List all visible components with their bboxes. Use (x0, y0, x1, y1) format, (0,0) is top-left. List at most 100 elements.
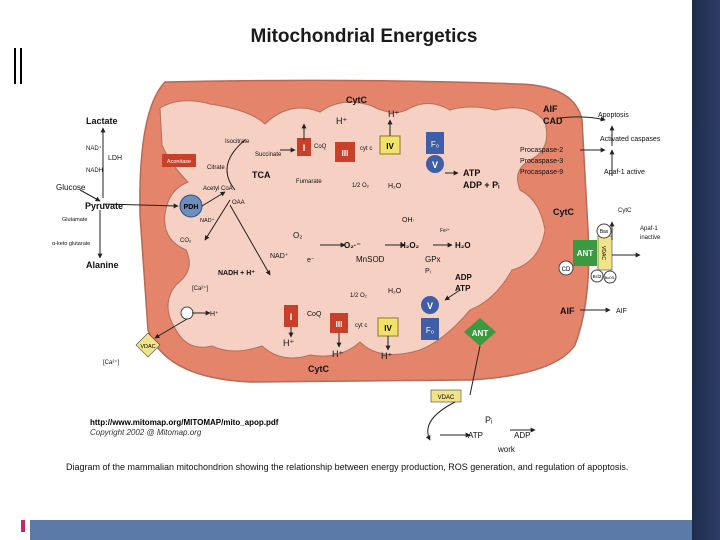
copyright-text: Copyright 2002 @ Mitomap.org (90, 428, 202, 437)
source-url[interactable]: http://www.mitomap.org/MITOMAP/mito_apop… (90, 418, 279, 427)
label-lactate: Lactate (86, 116, 118, 126)
pathway-arrows (79, 116, 641, 441)
complex-III-bottom (330, 313, 348, 333)
f0-top (426, 132, 444, 154)
label-cytc-out: CytC (618, 208, 632, 214)
label-coq-top: CoQ (314, 144, 327, 150)
complex-III-top (335, 142, 355, 162)
label-cyt-c-bottom: cyt c (355, 323, 367, 329)
label-h-plus-top: H⁺ (336, 116, 347, 126)
decorative-lines (14, 48, 26, 88)
label-adp-out: ADP (514, 431, 530, 440)
bottom-accent-bar (30, 520, 692, 540)
v-bottom-label: V (427, 301, 433, 311)
aconitase-enzyme (162, 154, 196, 167)
pdh-label: PDH (184, 204, 199, 211)
label-cad: CAD (543, 116, 563, 126)
label-nadh: NADH (86, 168, 103, 174)
label-oh: OH· (402, 217, 415, 224)
vdac-right-label: VDAC (600, 246, 606, 260)
label-gpx: GPx (425, 255, 441, 264)
label-glutamate: Glutamate (62, 217, 87, 223)
label-nad-plus-3: NAD⁺ (270, 253, 289, 260)
label-h2o2: H₂O₂ (400, 241, 420, 250)
label-citrate: Citrate (207, 165, 225, 171)
label-work: work (497, 445, 516, 454)
label-atp: ATP (455, 284, 471, 293)
complex-I-bottom-label: I (290, 312, 293, 322)
label-apaf1-active: Apaf-1 active (604, 169, 645, 176)
label-nad-plus-2: NAD⁺ (200, 217, 215, 224)
vdac-bottom (430, 389, 462, 403)
ant-bottom-label: ANT (472, 329, 489, 338)
label-h-plus-bottom-1: H⁺ (283, 338, 294, 348)
label-aif: AIF (543, 104, 558, 114)
label-pyruvate: Pyruvate (85, 201, 123, 211)
v-bottom (421, 296, 439, 314)
label-procaspase-3: Procaspase-3 (520, 158, 563, 165)
label-procaspase-2: Procaspase-2 (520, 147, 563, 154)
label-aif-out: AIF (616, 308, 627, 315)
label-succinate: Succinate (255, 152, 282, 158)
bclxl-protein (603, 270, 617, 284)
label-fumarate: Fumarate (296, 179, 322, 185)
aconitase-label: Aconitase (167, 159, 191, 165)
ant-right (573, 240, 597, 266)
label-atp-out: ATP (468, 431, 483, 440)
label-h2o-top: H₂O (388, 183, 402, 190)
label-adp: ADP (455, 273, 473, 282)
cd-protein (558, 260, 574, 276)
f0-bottom-label: F₀ (426, 326, 434, 335)
label-inactive: inactive (640, 235, 661, 241)
label-h-plus-in: H⁺ (210, 311, 219, 318)
label-glucose: Glucose (56, 183, 86, 192)
label-h-plus-bottom-2: H⁺ (332, 349, 343, 359)
label-aif-bottom: AIF (560, 306, 575, 316)
complex-I-top (297, 138, 311, 156)
label-coq-bottom: CoQ (307, 311, 322, 318)
label-fe: Fe²⁺ (440, 228, 451, 234)
label-h2o-ros: H₂O (455, 241, 471, 250)
label-oaa: OAA (232, 200, 245, 206)
label-alanine: Alanine (86, 260, 119, 270)
label-activated-caspases: Activated caspases (600, 136, 661, 143)
label-e-minus: e⁻ (307, 257, 315, 264)
label-apaf1-inactive: Apaf-1 (640, 226, 658, 232)
diagram-title: Mitochondrial Energetics (250, 26, 478, 47)
label-adp-pi-top: ADP + Pᵢ (463, 180, 500, 190)
label-h-plus-bottom-3: H⁺ (381, 351, 392, 361)
label-procaspase-9: Procaspase-9 (520, 169, 563, 176)
label-nadh-h: NADH + H⁺ (218, 270, 255, 277)
complex-IV-bottom-label: IV (384, 324, 392, 333)
bcl2-protein (590, 269, 604, 283)
complex-IV-top-label: IV (386, 142, 394, 151)
bax-label: Bax (600, 229, 609, 235)
label-ketoglutarate: α-keto glutarate (52, 241, 90, 247)
bcl2-label: Bcl2 (593, 274, 602, 279)
ant-bottom (464, 318, 496, 346)
complex-I-top-label: I (303, 143, 306, 153)
bclxl-label: BclXL (605, 275, 616, 280)
v-top (426, 155, 444, 173)
f0-bottom (421, 318, 439, 340)
matrix (159, 100, 548, 359)
label-cytc-bottom: CytC (308, 364, 330, 374)
label-nad-plus: NAD⁺ (86, 145, 102, 152)
label-h2o-bottom: H₂O (388, 288, 402, 295)
label-cyt-c-top: cyt c (360, 146, 372, 152)
label-ca-out: [Ca²⁺] (103, 359, 120, 366)
label-half-o2-top: 1/2 O₂ (352, 183, 370, 189)
label-h-plus-top-2: H⁺ (388, 109, 399, 119)
complex-III-top-label: III (342, 149, 349, 158)
f0-top-label: F₀ (431, 140, 439, 149)
right-accent-bar (692, 0, 720, 540)
complex-III-bottom-label: III (336, 320, 343, 329)
label-co2: CO₂ (180, 238, 192, 244)
label-isocitrate: Isocitrate (225, 139, 250, 145)
label-pi-out: Pᵢ (485, 415, 492, 425)
label-ldh: LDH (108, 155, 122, 162)
label-atp-top: ATP (463, 168, 480, 178)
label-mnsod: MnSOD (356, 255, 385, 264)
